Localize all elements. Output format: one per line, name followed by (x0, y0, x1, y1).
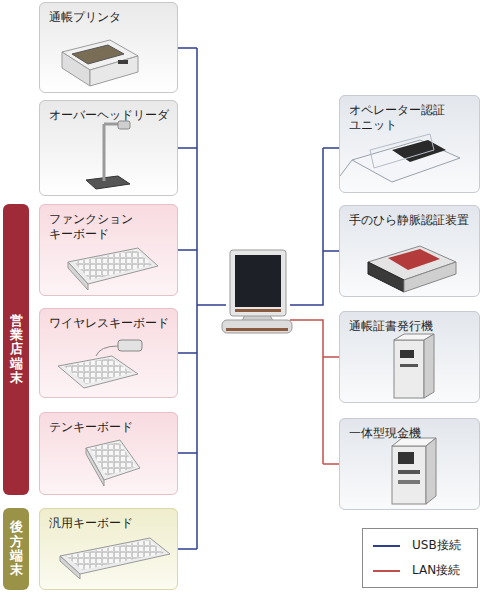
box-fill (339, 95, 480, 193)
terminal-monitor-picture (235, 309, 281, 312)
passbook-issuer-picture (400, 364, 418, 367)
wireless-keyboard-picture (118, 340, 142, 351)
wireless-keyboard-picture (58, 356, 138, 388)
palm-vein-scanner-picture (368, 262, 404, 292)
band-label: 後方端末 (10, 520, 23, 577)
standard-keyboard-picture (60, 538, 170, 574)
device-name: オーバーヘッドリーダ (40, 101, 161, 123)
operator-auth-unit-picture (352, 140, 460, 182)
cash-machine-picture (392, 438, 436, 504)
operator-auth-unit-picture (340, 134, 460, 182)
usb-wire (178, 48, 226, 549)
palm-vein-scanner-picture (368, 246, 456, 292)
device-box: 通帳プリンタ (39, 2, 178, 93)
box-fill (3, 508, 29, 590)
cash-machine-picture (398, 470, 420, 474)
legend-row: USB接続 (363, 533, 477, 558)
group-band: 営業店端末 (3, 204, 29, 495)
passbook-issuer-picture (394, 334, 434, 398)
band-label: 営業店端末 (10, 314, 23, 385)
device-name: 通帳証書発行機 (340, 312, 461, 334)
terminal-monitor-picture (226, 328, 288, 331)
overhead-reader-picture (86, 121, 130, 189)
terminal-monitor-picture (235, 255, 281, 307)
cash-machine-picture (398, 480, 420, 484)
device-name: 通帳プリンタ (40, 3, 161, 25)
wireless-keyboard-picture (64, 358, 132, 384)
operator-auth-unit-picture (392, 140, 446, 162)
device-box: オーバーヘッドリーダ (39, 100, 178, 196)
function-keyboard-picture (68, 248, 158, 290)
box-fill (39, 100, 178, 196)
terminal-monitor-picture (222, 250, 292, 333)
device-box: オペレーター認証 ユニット (339, 95, 480, 193)
device-name: 汎用キーボード (40, 509, 161, 531)
operator-auth-unit-picture (370, 134, 434, 168)
usb-wire (290, 148, 339, 305)
device-box: ワイヤレスキーボード (39, 308, 178, 398)
legend-line-sample (373, 570, 400, 572)
box-fill (39, 2, 178, 93)
palm-vein-scanner-picture (388, 249, 440, 270)
legend-text: LAN接続 (412, 562, 460, 579)
device-box: ファンクション キーボード (39, 204, 178, 296)
wireless-keyboard-picture (96, 346, 118, 356)
numeric-keypad-picture (86, 440, 140, 480)
device-name: ファンクション キーボード (40, 205, 161, 242)
terminal-monitor-picture (222, 320, 292, 333)
standard-keyboard-picture (60, 538, 170, 579)
standard-keyboard-picture (66, 540, 164, 570)
device-name: ワイヤレスキーボード (40, 309, 161, 331)
box-fill (39, 308, 178, 398)
passbook-printer-picture (118, 60, 128, 64)
box-fill (3, 204, 29, 495)
passbook-issuer-picture (394, 340, 424, 398)
device-name: オペレーター認証 ユニット (340, 96, 461, 133)
cash-machine-picture (392, 446, 426, 504)
wireless-keyboard-picture (58, 340, 142, 388)
overhead-reader-picture (118, 121, 130, 129)
box-fill (39, 204, 178, 296)
lan-wire (290, 320, 339, 464)
box-fill (39, 508, 178, 590)
operator-auth-unit-picture (340, 160, 352, 176)
device-name: テンキーボード (40, 413, 161, 435)
box-fill (339, 311, 480, 403)
numeric-keypad-picture (86, 440, 140, 486)
overhead-reader-picture (86, 176, 130, 189)
terminal-monitor-picture (230, 250, 286, 316)
device-box: テンキーボード (39, 412, 178, 495)
legend-box: USB接続 LAN接続 (362, 528, 478, 588)
device-name: 手のひら静脈認証装置 (340, 206, 461, 228)
numeric-keypad-picture (86, 448, 104, 486)
device-box: 手のひら静脈認証装置 (339, 205, 480, 297)
function-keyboard-picture (68, 262, 88, 290)
passbook-printer-picture (72, 45, 124, 64)
box-fill (339, 418, 480, 510)
passbook-printer-picture (62, 40, 138, 86)
passbook-issuer-picture (400, 350, 414, 358)
cash-machine-picture (426, 438, 436, 504)
passbook-issuer-picture (424, 334, 434, 398)
legend-text: USB接続 (412, 537, 461, 554)
device-box: 通帳証書発行機 (339, 311, 480, 403)
function-keyboard-picture (74, 250, 152, 280)
cash-machine-picture (398, 452, 414, 464)
legend-line-sample (373, 545, 400, 547)
box-fill (339, 205, 480, 297)
legend-row: LAN接続 (363, 558, 477, 583)
box-fill (39, 412, 178, 495)
overhead-reader-picture (103, 124, 106, 181)
device-name: 一体型現金機 (340, 419, 461, 441)
standard-keyboard-picture (60, 556, 80, 579)
group-band: 後方端末 (3, 508, 29, 590)
device-box: 一体型現金機 (339, 418, 480, 510)
device-box: 汎用キーボード (39, 508, 178, 590)
